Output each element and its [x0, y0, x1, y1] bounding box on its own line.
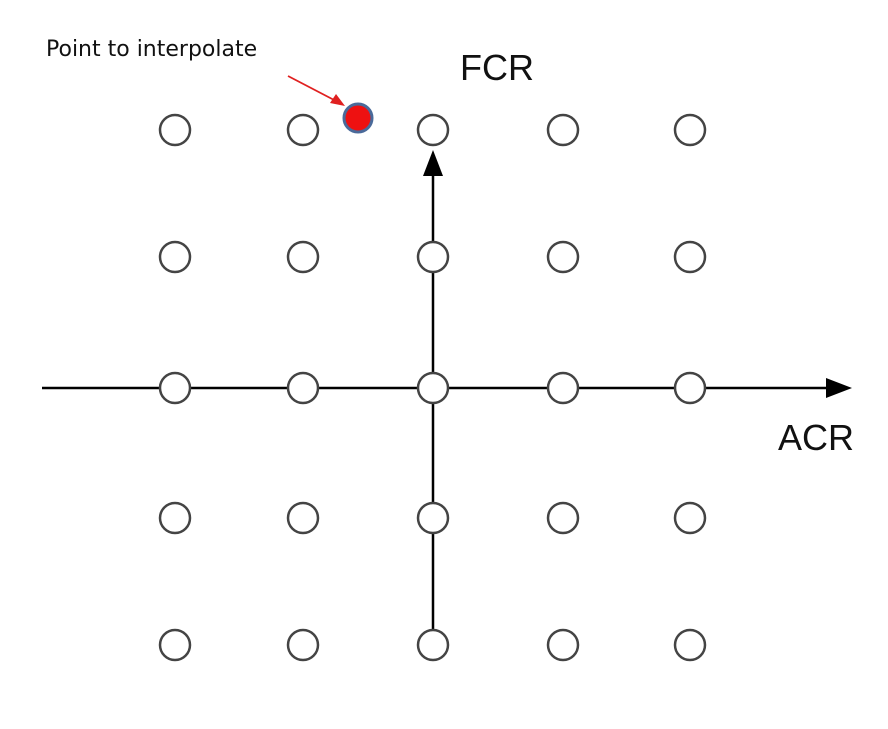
grid-point	[673, 113, 707, 147]
grid-point	[286, 371, 320, 405]
grid-point	[286, 501, 320, 535]
grid-point	[286, 240, 320, 274]
grid-point	[416, 501, 450, 535]
grid-point	[158, 113, 192, 147]
vertical-axis-arrowhead	[423, 150, 443, 176]
grid-point	[158, 628, 192, 662]
grid-point	[416, 240, 450, 274]
grid-point	[416, 113, 450, 147]
grid-point	[673, 501, 707, 535]
vertical-axis-label: FCR	[460, 47, 534, 88]
interpolation-point	[342, 102, 374, 134]
grid-point	[673, 240, 707, 274]
grid-point	[158, 501, 192, 535]
grid-point	[673, 371, 707, 405]
horizontal-axis-label: ACR	[778, 417, 854, 458]
grid-point	[416, 628, 450, 662]
grid-points	[158, 113, 707, 662]
grid-point	[546, 113, 580, 147]
grid-point	[286, 628, 320, 662]
annotation-label: Point to interpolate	[46, 37, 257, 62]
grid-point	[416, 371, 450, 405]
grid-point	[546, 240, 580, 274]
grid-point	[546, 371, 580, 405]
grid-point	[286, 113, 320, 147]
annotation-arrow	[287, 75, 345, 106]
grid-point	[158, 371, 192, 405]
horizontal-axis-arrowhead	[826, 378, 852, 398]
grid-point	[673, 628, 707, 662]
annotation-arrow-line	[287, 75, 337, 102]
grid-point	[546, 628, 580, 662]
grid-point	[158, 240, 192, 274]
grid-point	[546, 501, 580, 535]
annotation-arrow-head	[330, 94, 345, 106]
